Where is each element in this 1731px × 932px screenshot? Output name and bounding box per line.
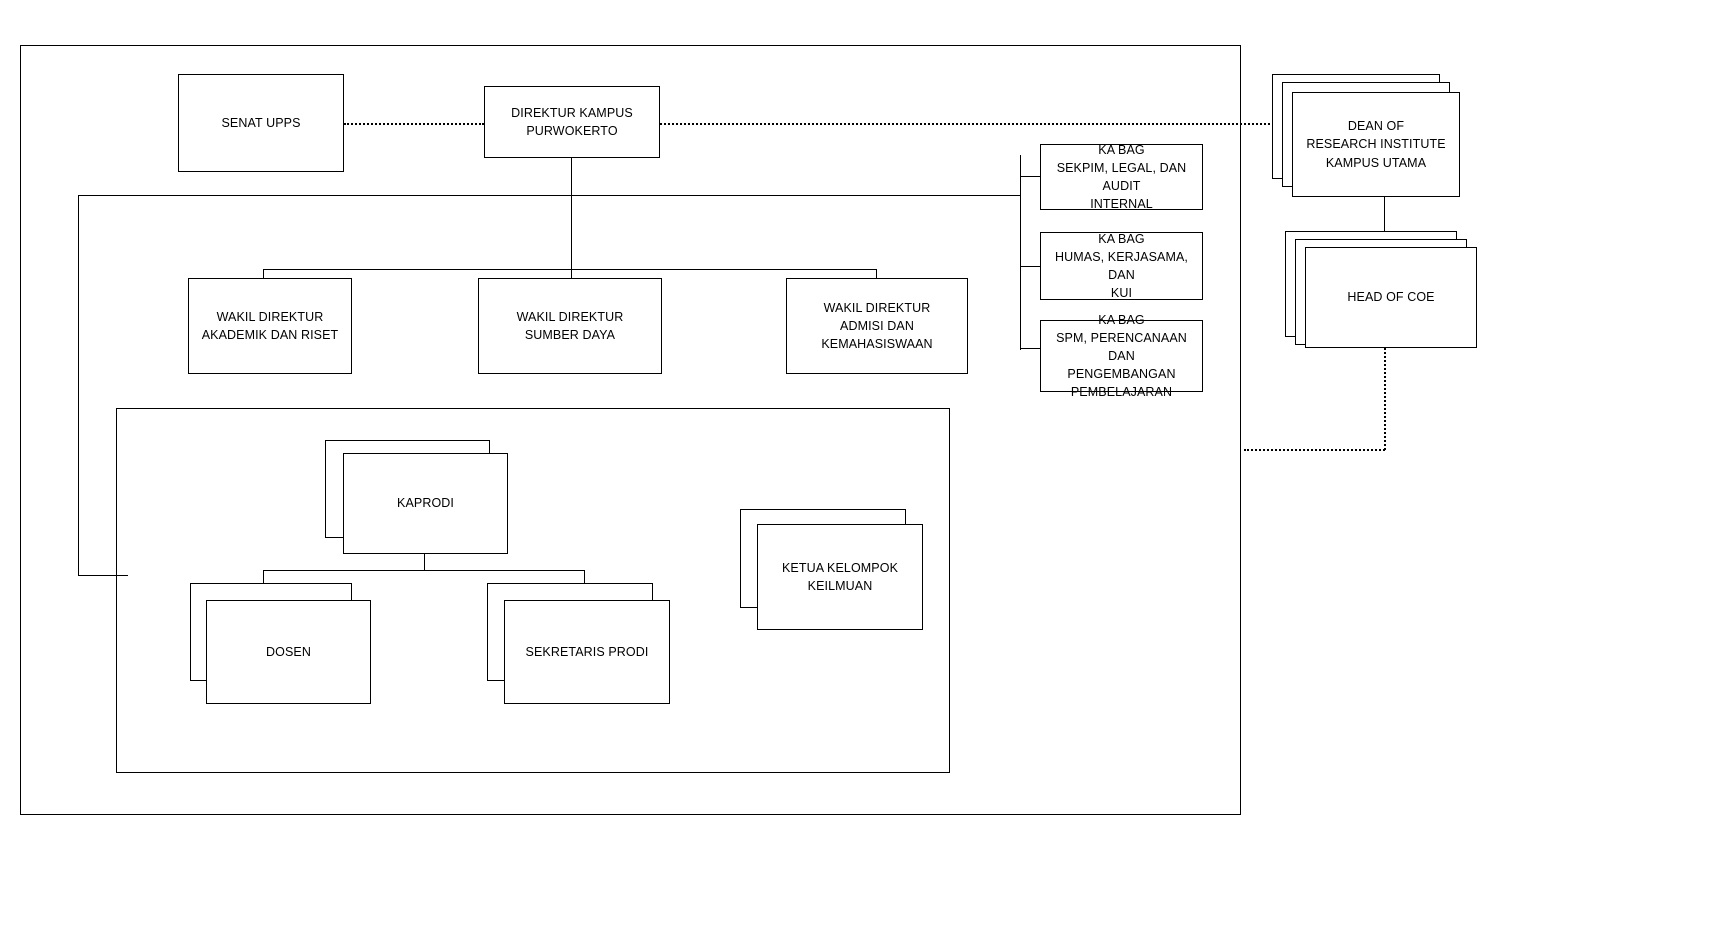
- node-wakil-direktur-sumber-daya[interactable]: WAKIL DIREKTUR SUMBER DAYA: [478, 278, 662, 374]
- node-wakil-direktur-admisi[interactable]: WAKIL DIREKTUR ADMISI DAN KEMAHASISWAAN: [786, 278, 968, 374]
- connector-kabag-sekpim: [1020, 176, 1042, 178]
- node-direktur-kampus[interactable]: DIREKTUR KAMPUS PURWOKERTO: [484, 86, 660, 158]
- dotted-link-coe-down: [1384, 348, 1386, 450]
- connector-kabag-spine: [1020, 155, 1022, 350]
- node-kaprodi[interactable]: KAPRODI: [343, 453, 508, 554]
- node-ka-bag-sekpim[interactable]: KA BAG SEKPIM, LEGAL, DAN AUDIT INTERNAL: [1040, 143, 1203, 211]
- connector-dosen-drop: [263, 570, 265, 584]
- connector-kabag-humas: [1020, 266, 1042, 268]
- connector-kabag-spm: [1020, 348, 1042, 350]
- connector-wakil-admisi-drop: [876, 269, 878, 279]
- connector-kaprodi-down: [424, 554, 426, 570]
- node-ka-bag-spm[interactable]: KA BAG SPM, PERENCANAAN DAN PENGEMBANGAN…: [1040, 313, 1203, 399]
- connector-left-bracket-vertical: [78, 195, 80, 576]
- dotted-link-coe-left: [1244, 449, 1385, 451]
- node-senat-upps[interactable]: SENAT UPPS: [178, 74, 344, 172]
- connector-wakil-bar: [263, 269, 877, 271]
- connector-left-bracket-bottom: [78, 575, 128, 577]
- dotted-link-direktur-dean: [660, 123, 1294, 125]
- dotted-link-senat-direktur: [344, 123, 484, 125]
- node-wakil-direktur-akademik[interactable]: WAKIL DIREKTUR AKADEMIK DAN RISET: [188, 278, 352, 374]
- node-sekretaris-prodi[interactable]: SEKRETARIS PRODI: [504, 600, 670, 704]
- connector-wakil-sumberdaya-drop: [571, 269, 573, 279]
- connector-sekretaris-drop: [584, 570, 586, 584]
- connector-kaprodi-bar: [263, 570, 585, 572]
- prodi-scope-frame: [116, 408, 950, 773]
- node-ketua-kelompok-keilmuan[interactable]: KETUA KELOMPOK KEILMUAN: [757, 524, 923, 630]
- connector-direktur-down: [571, 158, 573, 270]
- node-dean-research-institute[interactable]: DEAN OF RESEARCH INSTITUTE KAMPUS UTAMA: [1292, 92, 1460, 197]
- node-ka-bag-humas[interactable]: KA BAG HUMAS, KERJASAMA, DAN KUI: [1040, 232, 1203, 300]
- connector-left-bracket-top: [78, 195, 1020, 197]
- node-dosen[interactable]: DOSEN: [206, 600, 371, 704]
- connector-dean-to-coe: [1384, 197, 1386, 246]
- campus-scope-frame: [20, 45, 1241, 815]
- node-head-of-coe[interactable]: HEAD OF COE: [1305, 247, 1477, 348]
- connector-wakil-akademik-drop: [263, 269, 265, 279]
